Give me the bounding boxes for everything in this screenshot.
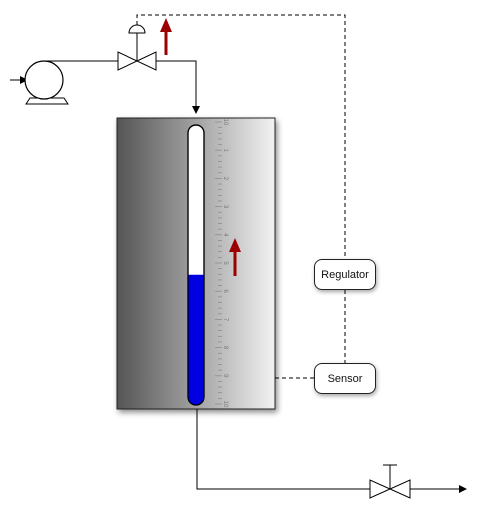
scale-label: 5 [222, 261, 228, 265]
scale-label: 6 [222, 290, 228, 294]
inlet-control-valve-icon[interactable] [117, 24, 157, 71]
outlet-pipe [196, 409, 467, 493]
control-signal-line [136, 14, 346, 363]
scale-label: 3 [222, 205, 228, 209]
scale-label: 10 [222, 401, 228, 408]
valve-flow-arrow-icon [160, 18, 172, 55]
level-rise-arrow-icon [229, 238, 241, 276]
outlet-hand-valve-icon[interactable] [369, 464, 411, 499]
scale-label: 1 [222, 149, 228, 153]
scale-label: 4 [222, 233, 228, 237]
scale-label: 2 [222, 177, 228, 181]
inlet-pipe [156, 60, 200, 114]
liquid-level [188, 274, 204, 405]
level-scale: 10 1 2 3 4 5 6 7 8 9 10 [215, 119, 228, 408]
scale-label: 10 [222, 119, 228, 126]
sensor-box[interactable]: Sensor [314, 363, 376, 394]
sensor-label: Sensor [327, 372, 363, 385]
scale-label: 8 [222, 346, 228, 350]
level-gauge-tube [187, 124, 205, 406]
scale-label: 7 [222, 318, 228, 322]
regulator-label: Regulator [321, 268, 369, 281]
pump-icon [10, 60, 118, 105]
scale-label: 9 [222, 374, 228, 378]
regulator-box[interactable]: Regulator [314, 259, 376, 290]
